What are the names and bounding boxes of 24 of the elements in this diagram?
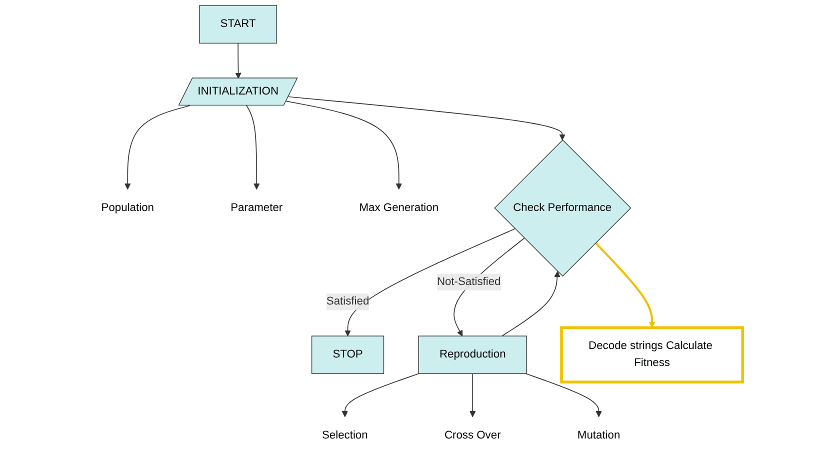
arrow — [470, 373, 476, 418]
arrow — [344, 228, 516, 336]
node-text: Cross Over — [444, 429, 501, 442]
arrow — [594, 242, 656, 328]
node-diamond: Check Performance — [494, 140, 632, 277]
arrow — [502, 271, 560, 336]
edge-label: Not-Satisfied — [436, 276, 501, 288]
arrow — [286, 100, 402, 190]
node-text: Population — [101, 202, 154, 214]
arrow — [288, 96, 566, 140]
node-box: Reproduction — [418, 336, 527, 374]
node-text: Selection — [322, 429, 368, 442]
node-box: START — [199, 5, 278, 44]
arrow — [246, 105, 260, 190]
node-text: Max Generation — [359, 202, 439, 214]
arrow — [342, 373, 420, 418]
arrow — [235, 42, 242, 79]
node-text: Mutation — [577, 429, 620, 442]
node-box: STOP — [311, 336, 384, 374]
arrow — [124, 105, 190, 190]
arrow — [525, 373, 602, 418]
node-text: Parameter — [230, 202, 283, 214]
edge-label: Satisfied — [326, 296, 370, 308]
node-box: Decode strings Calculate Fitness — [560, 326, 744, 384]
